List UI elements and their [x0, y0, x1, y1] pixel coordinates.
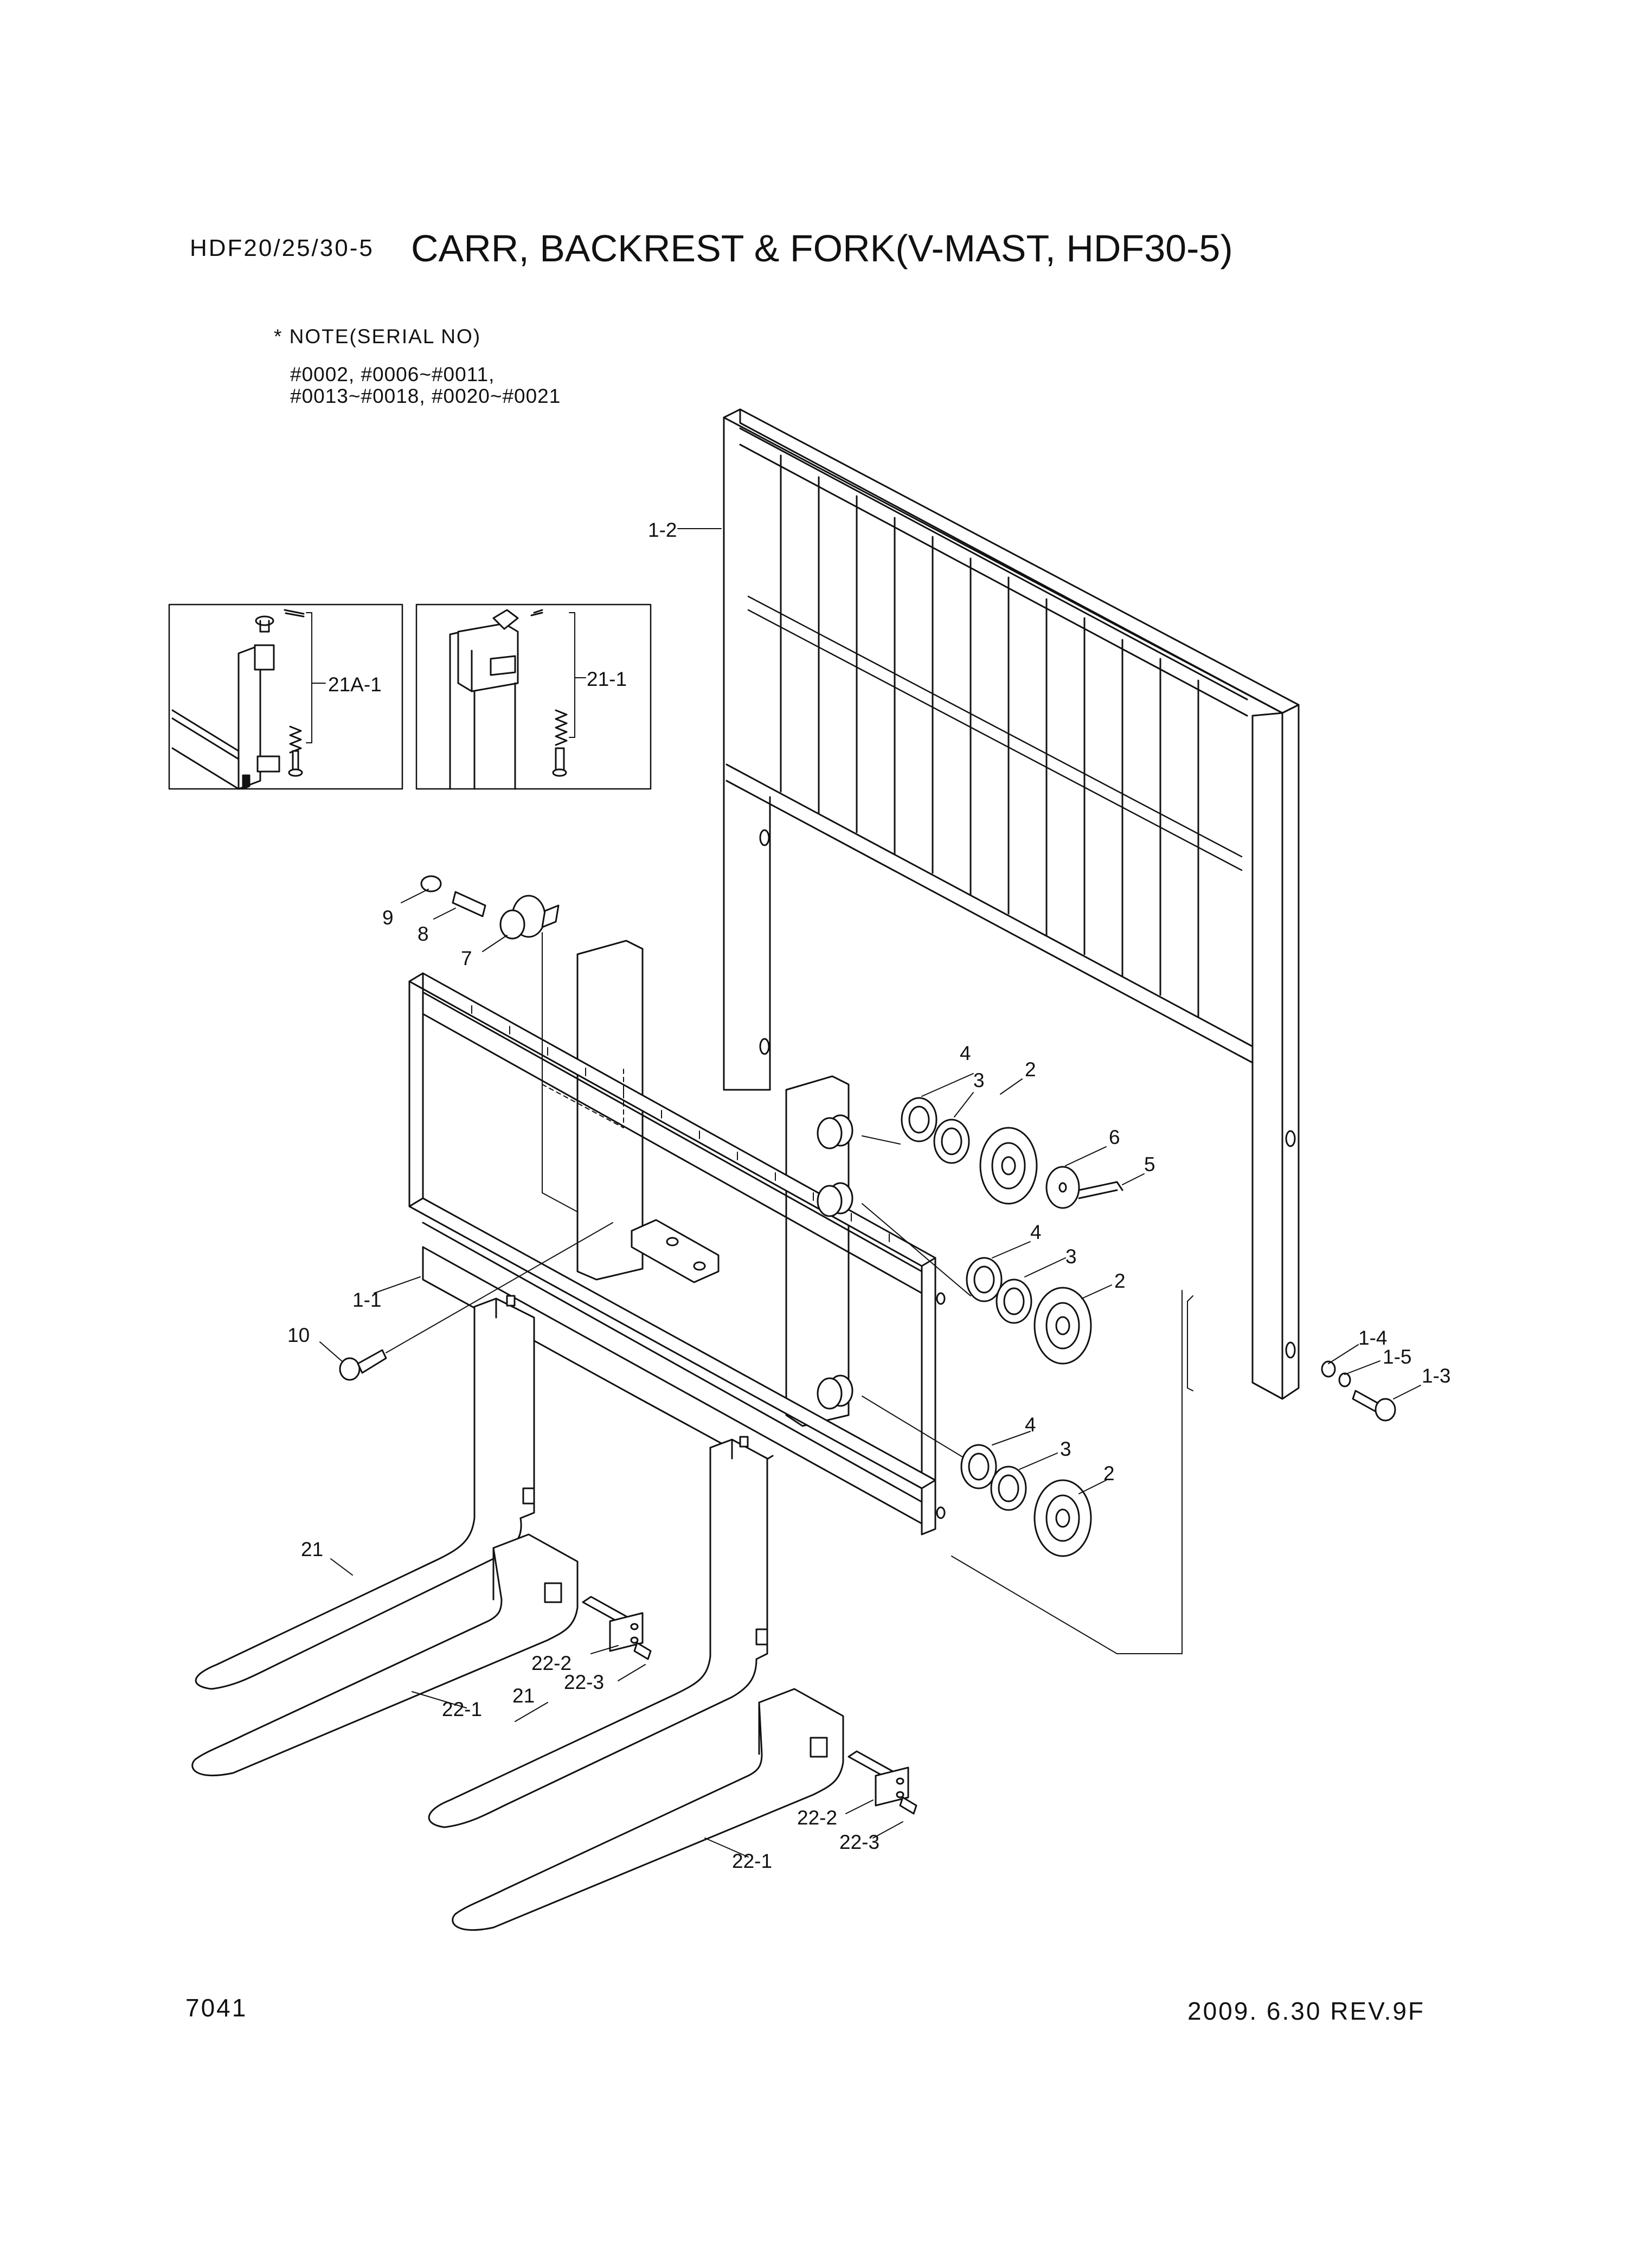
callout-21a-1: 21A-1: [328, 673, 382, 696]
inset-21-1: 21-1: [415, 603, 652, 790]
page-number: 7041: [185, 1994, 248, 2022]
load-backrest: 1-2: [648, 408, 1300, 1400]
fork-extension-right: 22-2 22-3 22-1: [452, 1688, 917, 1931]
note-heading: * NOTE(SERIAL NO): [274, 325, 481, 348]
callout-nut-9: 9: [382, 907, 394, 929]
callout-shim-3b: 3: [1065, 1245, 1077, 1268]
note-serial-line-2: #0013~#0018, #0020~#0021: [290, 385, 561, 407]
callout-22-2a: 22-2: [531, 1652, 572, 1674]
callout-washer-6: 6: [1109, 1126, 1120, 1148]
callout-1-2-roller-2a: 2: [1025, 1058, 1036, 1081]
side-roller-assembly: 9 8 7: [382, 875, 578, 1212]
callout-shim-4a: 4: [960, 1042, 971, 1064]
carriage-bolt-10: 10: [287, 1222, 613, 1381]
callout-fork-21a: 21: [301, 1538, 323, 1560]
callout-bolt-5: 5: [1144, 1153, 1155, 1175]
callout-22-1b: 22-1: [732, 1850, 772, 1872]
callout-22-1a: 22-1: [442, 1698, 482, 1720]
note-serial-line-1: #0002, #0006~#0011,: [290, 363, 495, 386]
roller-set-top: 2 3 4 6 5: [862, 1042, 1155, 1209]
callout-bolt-8: 8: [418, 923, 429, 945]
callout-1-3: 1-3: [1422, 1365, 1450, 1387]
fork-extension-left: 22-2 22-3 22-1: [191, 1533, 652, 1777]
model-code: HDF20/25/30-5: [190, 235, 374, 261]
callout-22-2b: 22-2: [797, 1807, 837, 1829]
callout-22-3b: 22-3: [839, 1831, 879, 1853]
callout-shim-4b: 4: [1030, 1221, 1042, 1243]
revision-date: 2009. 6.30 REV.9F: [1187, 1997, 1425, 2025]
callout-roller-2c: 2: [1103, 1462, 1115, 1485]
callout-1-2: 1-2: [648, 519, 677, 541]
callout-shim-3c: 3: [1060, 1438, 1071, 1460]
callout-roller-7: 7: [461, 947, 472, 969]
callout-shim-4c: 4: [1025, 1414, 1036, 1436]
callout-fork-21b: 21: [512, 1685, 535, 1707]
page-title: CARR, BACKREST & FORK(V-MAST, HDF30-5): [411, 227, 1233, 269]
callout-bolt-10: 10: [287, 1324, 310, 1346]
callout-roller-2b: 2: [1114, 1270, 1126, 1292]
fork-right: 21: [428, 1436, 768, 1828]
callout-1-1: 1-1: [352, 1289, 381, 1311]
callout-22-3a: 22-3: [564, 1671, 604, 1693]
fork-carriage: 1-1: [352, 940, 946, 1535]
callout-1-4: 1-4: [1358, 1327, 1387, 1349]
roller-set-bottom: 4 3 2: [862, 1396, 1115, 1557]
callout-21-1: 21-1: [587, 668, 627, 690]
callout-shim-3a: 3: [973, 1069, 985, 1091]
inset-21a-1: 21A-1: [168, 603, 403, 790]
callout-1-5: 1-5: [1383, 1346, 1411, 1368]
roller-set-middle: 4 3 2: [862, 1203, 1126, 1365]
backrest-fasteners: 1-4 1-5 1-3: [1321, 1327, 1450, 1422]
